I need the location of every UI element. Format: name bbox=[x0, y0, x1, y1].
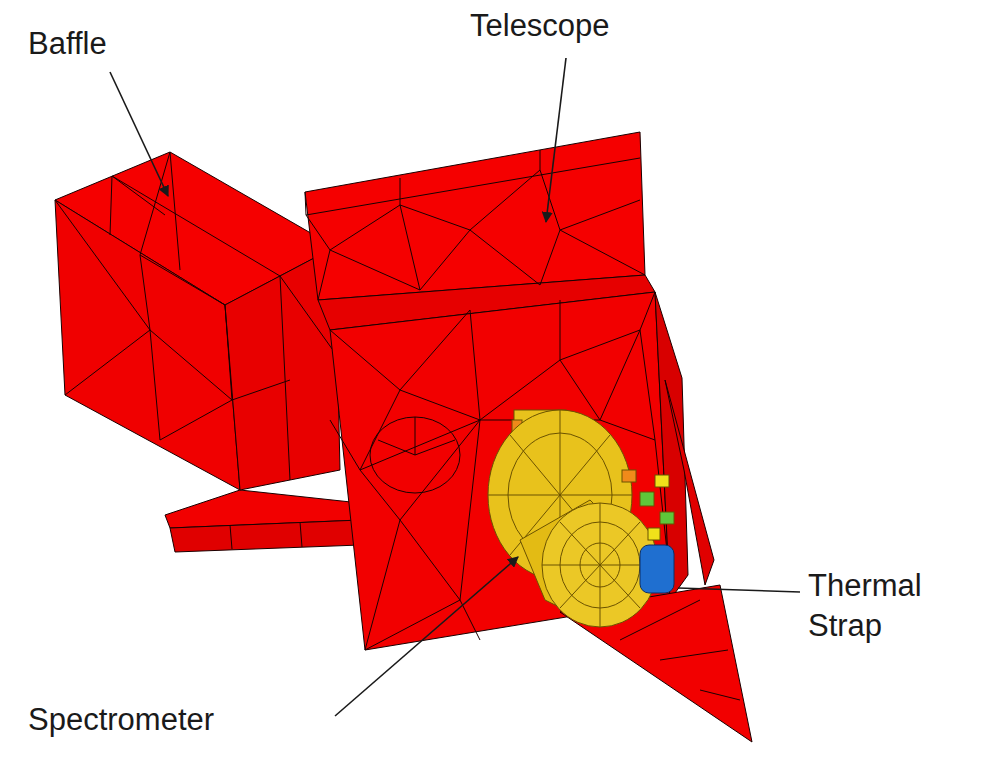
part-label: Baffle bbox=[28, 24, 107, 64]
fitting bbox=[660, 512, 674, 524]
spectrometer-assembly bbox=[488, 410, 674, 627]
part-label: Thermal Strap bbox=[808, 566, 958, 647]
mesh-lines bbox=[55, 152, 340, 480]
fitting bbox=[640, 492, 654, 506]
mesh-ring bbox=[370, 417, 460, 493]
fitting bbox=[648, 528, 660, 540]
baffle-front bbox=[55, 200, 240, 490]
structure-mesh bbox=[55, 132, 752, 742]
fitting bbox=[622, 470, 636, 482]
base-plate-front bbox=[170, 520, 360, 552]
leader-line bbox=[110, 72, 168, 196]
mesh-lines bbox=[378, 417, 455, 455]
telescope-front bbox=[330, 292, 670, 650]
leader-lines bbox=[110, 58, 800, 716]
mesh-lines bbox=[330, 292, 668, 650]
mesh-lines bbox=[230, 522, 302, 549]
part-label: Telescope bbox=[470, 6, 610, 46]
leader-line bbox=[335, 557, 518, 716]
fitting bbox=[655, 475, 669, 487]
leader-line bbox=[546, 58, 566, 222]
telescope-top bbox=[305, 132, 645, 300]
mesh-lines bbox=[620, 600, 740, 700]
leader-line bbox=[678, 588, 800, 592]
thermal-strap bbox=[640, 545, 674, 593]
part-label: Spectrometer bbox=[28, 700, 214, 740]
mesh-lines bbox=[305, 150, 645, 300]
